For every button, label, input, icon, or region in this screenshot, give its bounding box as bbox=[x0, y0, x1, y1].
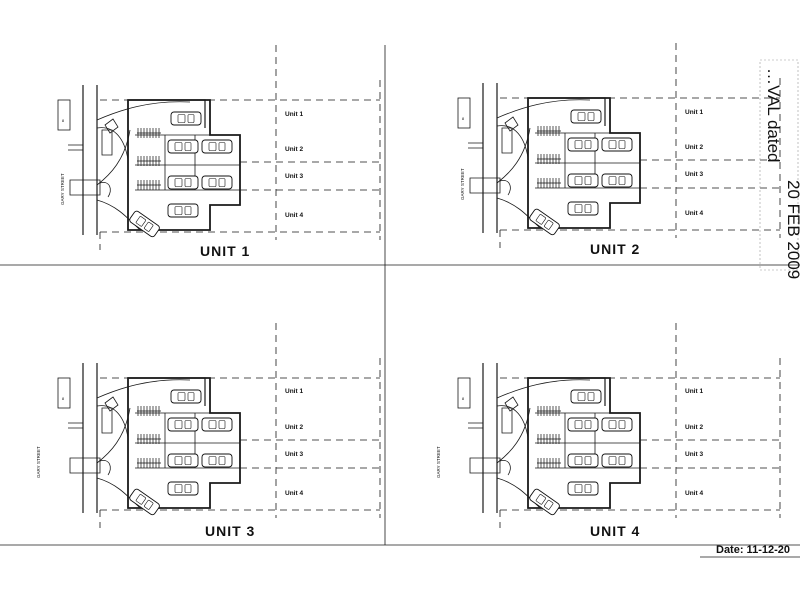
plan-title: UNIT 1 bbox=[200, 243, 250, 259]
approval-stamp: …VAL dated 20 FEB 2009 bbox=[759, 59, 800, 279]
unit-label-3: Unit 3 bbox=[685, 171, 703, 178]
unit-label-1: Unit 1 bbox=[685, 109, 703, 116]
unit-label-4: Unit 4 bbox=[285, 490, 303, 497]
plan-title: UNIT 2 bbox=[590, 241, 640, 257]
street-label: GARY STREET bbox=[436, 446, 441, 478]
plan-drawing bbox=[58, 45, 380, 250]
plan-panel-unit-4: GARY STREET Unit 1 Unit 2 Unit 3 Unit 4 … bbox=[436, 323, 780, 539]
plan-drawing bbox=[58, 323, 380, 528]
unit-label-1: Unit 1 bbox=[285, 111, 303, 118]
unit-label-2: Unit 2 bbox=[285, 424, 303, 431]
plan-drawing bbox=[458, 323, 780, 528]
unit-label-3: Unit 3 bbox=[685, 451, 703, 458]
unit-label-2: Unit 2 bbox=[285, 146, 303, 153]
plan-title: UNIT 4 bbox=[590, 523, 640, 539]
street-label: GARY STREET bbox=[460, 168, 465, 200]
unit-label-4: Unit 4 bbox=[685, 210, 703, 217]
unit-label-2: Unit 2 bbox=[685, 424, 703, 431]
date-text: Date: 11-12-20 bbox=[716, 544, 790, 556]
stamp-line-1: …VAL dated bbox=[764, 68, 783, 163]
plan-panel-unit-2: GARY STREET Unit 1 Unit 2 Unit 3 Unit 4 … bbox=[458, 43, 780, 257]
unit-label-1: Unit 1 bbox=[685, 388, 703, 395]
sheet-frame bbox=[0, 45, 800, 546]
unit-label-4: Unit 4 bbox=[285, 212, 303, 219]
unit-label-2: Unit 2 bbox=[685, 144, 703, 151]
plan-drawing bbox=[458, 43, 780, 248]
plan-title: UNIT 3 bbox=[205, 523, 255, 539]
street-label: GARY STREET bbox=[60, 173, 65, 205]
unit-label-3: Unit 3 bbox=[285, 451, 303, 458]
plan-panel-unit-1: GARY STREET Unit 1 Unit 2 Unit 3 Unit 4 … bbox=[58, 45, 380, 259]
unit-label-4: Unit 4 bbox=[685, 490, 703, 497]
unit-label-1: Unit 1 bbox=[285, 388, 303, 395]
street-label: GARY STREET bbox=[36, 446, 41, 478]
stamp-line-2: 20 FEB 2009 bbox=[784, 180, 800, 279]
unit-label-3: Unit 3 bbox=[285, 173, 303, 180]
plan-panel-unit-3: GARY STREET Unit 1 Unit 2 Unit 3 Unit 4 … bbox=[36, 323, 380, 539]
